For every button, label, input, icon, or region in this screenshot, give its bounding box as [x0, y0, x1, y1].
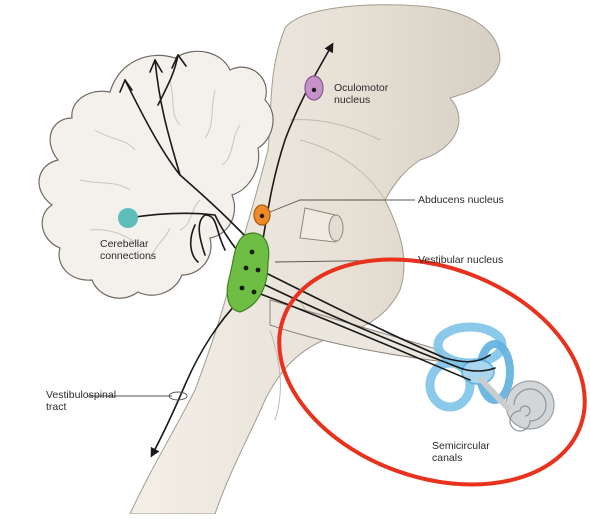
cerebellar-label-line1: Cerebellar: [100, 238, 156, 250]
cerebellar-label-line2: connections: [100, 250, 156, 262]
semicircular-canals: [430, 327, 554, 431]
semicircular-canals-label: Semicircular canals: [432, 440, 490, 464]
oculomotor-label-line1: Oculomotor: [334, 82, 388, 94]
vestibulospinal-tract-label: Vestibulospinal tract: [46, 389, 116, 413]
abducens-label: Abducens nucleus: [418, 194, 504, 206]
oculomotor-label: Oculomotor nucleus: [334, 82, 388, 106]
oculomotor-neuron: [312, 88, 316, 92]
vestibulospinal-label-line2: tract: [46, 401, 116, 413]
peduncle-cut-surface: [329, 215, 343, 241]
oculomotor-label-line2: nucleus: [334, 94, 388, 106]
vestibular-nucleus-label: Vestibular nucleus: [418, 254, 503, 266]
abducens-neuron: [260, 214, 264, 218]
cerebellar-connections-label: Cerebellar connections: [100, 238, 156, 262]
semicircular-label-line1: Semicircular: [432, 440, 490, 452]
semicircular-label-line2: canals: [432, 452, 490, 464]
vestibulospinal-label-line1: Vestibulospinal: [46, 389, 116, 401]
cerebellar-connection-dot: [118, 208, 138, 228]
